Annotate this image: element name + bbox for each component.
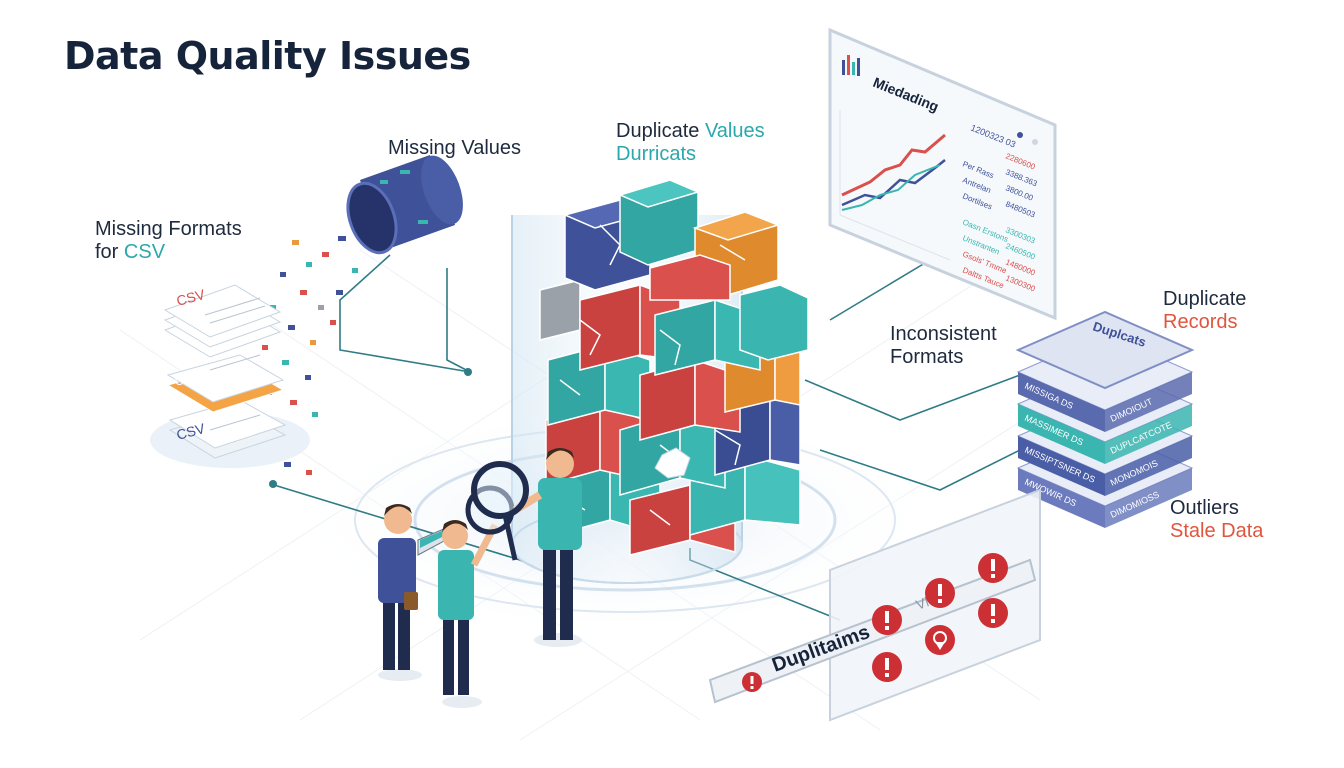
stack-top-card <box>1015 310 1195 390</box>
warning-icon <box>925 578 955 608</box>
dashboard-panel <box>828 27 1057 321</box>
csv-tag-top: CSV <box>175 286 208 309</box>
label-missing-formats-line1: Missing Formats <box>95 218 242 240</box>
label-outliers-text: Outliers <box>1170 497 1239 519</box>
label-inconsistent-line2: Formats <box>890 346 964 368</box>
cube-gray <box>539 279 581 341</box>
label-duplicate-values-word: Duplicate <box>616 120 705 142</box>
label-inconsistent-formats: Inconsistent Formats <box>890 323 997 369</box>
label-duplicate-records: Duplicate Records <box>1163 288 1246 334</box>
warning-icon <box>872 605 902 635</box>
label-missing-formats: Missing Formats for CSV <box>95 218 242 264</box>
location-warning-icon <box>925 625 955 655</box>
label-missing-formats-for: for <box>95 241 119 263</box>
warning-icon <box>742 672 762 692</box>
label-outliers: Outliers Stale Data <box>1170 497 1263 543</box>
label-missing-formats-csv: CSV <box>123 241 166 263</box>
connector-dot <box>464 368 472 376</box>
warning-icon <box>978 598 1008 628</box>
barrel-missing-values <box>346 155 463 255</box>
csv-tag-middle: CSV <box>173 369 200 389</box>
connector-dot <box>269 480 277 488</box>
warning-icon <box>872 652 902 682</box>
csv-documents <box>150 284 310 468</box>
page-title: Data Quality Issues <box>64 34 471 78</box>
label-missing-values: Missing Values <box>388 137 522 159</box>
label-stale-data: Stale Data <box>1170 520 1264 542</box>
label-duplicate-records-line1: Duplicate <box>1163 288 1247 310</box>
person-with-laptop <box>378 504 447 681</box>
label-duplicate-values-accent: Values <box>704 120 765 142</box>
warning-icon <box>978 553 1008 583</box>
label-duplicate-values-sub: Durricats <box>616 143 697 165</box>
csv-tag-bottom: CSV <box>175 420 208 443</box>
label-inconsistent-line1: Inconsistent <box>890 323 997 345</box>
label-duplicate-records-line2: Records <box>1163 311 1238 333</box>
data-cubes <box>539 179 809 556</box>
cube-teal <box>739 284 809 361</box>
label-duplicate-values: Duplicate Values Durricats <box>616 120 765 166</box>
warning-icons <box>742 553 1008 692</box>
person-with-large-magnifier <box>471 448 582 647</box>
cube-coral <box>649 254 731 301</box>
cube-teal <box>617 179 701 266</box>
